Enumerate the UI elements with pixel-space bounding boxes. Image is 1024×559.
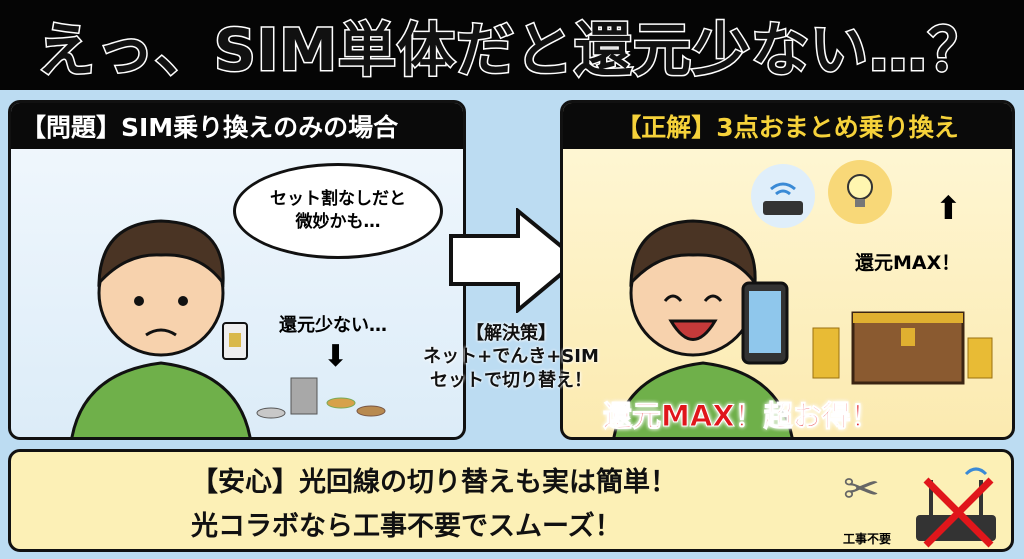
- router-crossed-icon: [916, 467, 996, 548]
- main-title: えっ、SIM単体だと還元少ない…？: [35, 15, 988, 86]
- solution-line-1: ネット+でんき+SIM: [423, 346, 599, 368]
- reassurance-line-1: 【安心】光回線の切り替えも実は簡単！: [191, 467, 677, 498]
- problem-header: 【問題】SIM乗り換えのみの場合: [11, 103, 463, 149]
- wifi-router-icon: [751, 164, 815, 228]
- low-reward-caption: 還元少ない…: [279, 315, 387, 336]
- solution-line-2: セットで切り替え！: [430, 369, 592, 391]
- thought-line-1: セット割なしだと: [270, 189, 406, 210]
- solution-panel: 【正解】3点おまとめ乗り換え ⬆ 還元MAX！ 還元MAX！超お得！: [560, 100, 1015, 440]
- worried-man-illustration: [70, 219, 252, 437]
- up-arrow-icon: ⬆: [935, 189, 962, 227]
- problem-panel: 【問題】SIM乗り換えのみの場合 セット割なしだと 微妙かも… 還元少ない… ⬇: [8, 100, 466, 440]
- reassurance-line-2: 光コラボなら工事不要でスムーズ！: [191, 511, 622, 542]
- lightbulb-icon: [828, 160, 892, 224]
- solution-label: 【解決策】: [466, 323, 556, 344]
- right-arrow-icon: [449, 208, 582, 313]
- reassurance-panel: 【安心】光回線の切り替えも実は簡単！ 光コラボなら工事不要でスムーズ！ ✂ 工事…: [8, 449, 1014, 552]
- thought-bubble: セット割なしだと 微妙かも…: [233, 163, 443, 259]
- coins-icon: [256, 377, 386, 419]
- no-construction-caption: 工事不要: [843, 532, 892, 546]
- solution-header: 【正解】3点おまとめ乗り換え: [563, 103, 1012, 149]
- thought-line-2: 微妙かも…: [295, 212, 381, 232]
- tools-icon: ✂: [843, 464, 880, 515]
- treasure-chest-icon: [812, 311, 993, 385]
- title-bar: えっ、SIM単体だと還元少ない…？: [0, 0, 1024, 90]
- solution-callout: 【解決策】 ネット+でんき+SIM セットで切り替え！: [402, 322, 620, 392]
- down-arrow-icon: ⬇: [323, 339, 349, 374]
- max-reward-label: 還元MAX！: [855, 252, 961, 274]
- reward-banner: 還元MAX！超お得！: [603, 399, 881, 434]
- happy-man-illustration: [612, 219, 794, 437]
